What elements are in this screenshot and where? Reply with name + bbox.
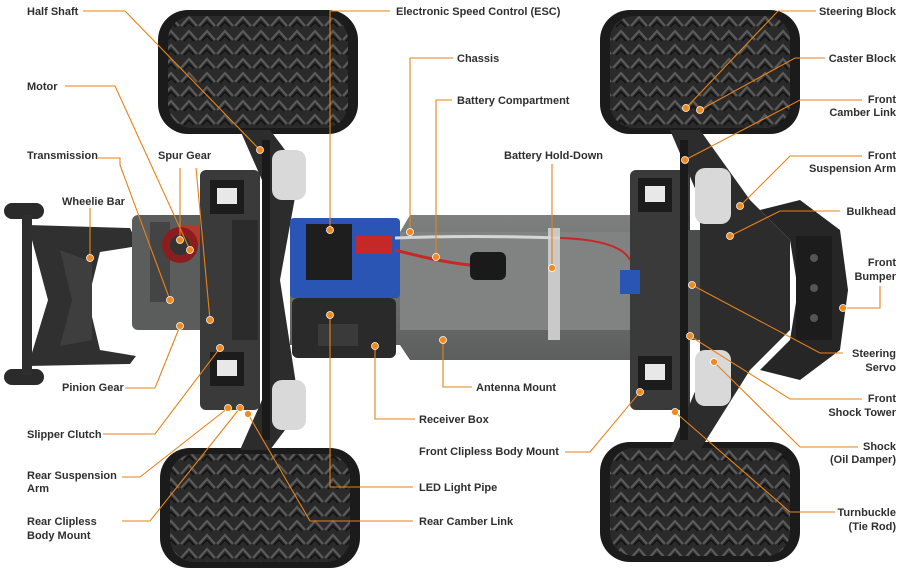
label-rear-suspension-arm-1: Rear Suspension <box>27 470 117 482</box>
rear-suspension <box>240 130 306 450</box>
label-half-shaft: Half Shaft <box>27 6 79 18</box>
label-front-bumper-1: Front <box>868 257 896 269</box>
label-caster-block: Caster Block <box>829 53 897 65</box>
label-bulkhead: Bulkhead <box>846 206 896 218</box>
label-rear-suspension-arm-2: Arm <box>27 483 49 495</box>
receiver-box <box>292 298 396 358</box>
label-chassis: Chassis <box>457 53 499 65</box>
esc <box>290 218 400 298</box>
label-battery-hold-down: Battery Hold-Down <box>504 150 603 162</box>
label-rear-clipless-1: Rear Clipless <box>27 516 97 528</box>
label-front-bumper-2: Bumper <box>854 271 896 283</box>
label-spur-gear: Spur Gear <box>158 150 212 162</box>
front-suspension <box>670 130 790 450</box>
label-receiver-box: Receiver Box <box>419 414 490 426</box>
labels-right: Steering Block Caster Block Front Camber… <box>809 6 897 533</box>
label-transmission: Transmission <box>27 150 98 162</box>
label-motor: Motor <box>27 81 58 93</box>
leader-dots <box>86 104 847 418</box>
label-turnbuckle-1: Turnbuckle <box>838 507 896 519</box>
rear-right-tire <box>160 448 360 568</box>
front-bumper <box>760 200 848 380</box>
label-front-suspension-2: Suspension Arm <box>809 163 896 175</box>
label-rear-clipless-2: Body Mount <box>27 530 91 542</box>
label-led-light-pipe: LED Light Pipe <box>419 482 497 494</box>
rear-bulkhead <box>200 170 260 410</box>
label-pinion-gear: Pinion Gear <box>62 382 124 394</box>
motor <box>162 227 198 263</box>
label-esc: Electronic Speed Control (ESC) <box>396 6 561 18</box>
label-front-clipless: Front Clipless Body Mount <box>419 446 559 458</box>
leader-lines <box>65 10 881 522</box>
label-front-camber-1: Front <box>868 94 896 106</box>
label-shock-2: (Oil Damper) <box>830 454 896 466</box>
label-wheelie-bar: Wheelie Bar <box>62 196 126 208</box>
labels-center: Electronic Speed Control (ESC) Chassis B… <box>396 6 603 528</box>
wheelie-bar <box>4 203 138 385</box>
label-rear-camber-link: Rear Camber Link <box>419 516 514 528</box>
label-front-shock-tower-2: Shock Tower <box>828 407 896 419</box>
label-turnbuckle-2: (Tie Rod) <box>849 521 897 533</box>
label-battery-compartment: Battery Compartment <box>457 95 570 107</box>
label-shock-1: Shock <box>863 441 897 453</box>
label-antenna-mount: Antenna Mount <box>476 382 556 394</box>
front-right-tire <box>600 442 800 562</box>
label-steering-servo-1: Steering <box>852 348 896 360</box>
label-front-suspension-1: Front <box>868 150 896 162</box>
labels-left: Half Shaft Motor Transmission Spur Gear … <box>27 6 212 542</box>
label-front-camber-2: Camber Link <box>829 107 897 119</box>
rear-left-tire <box>158 10 358 134</box>
label-slipper-clutch: Slipper Clutch <box>27 429 102 441</box>
label-steering-servo-2: Servo <box>865 362 896 374</box>
label-steering-block: Steering Block <box>819 6 897 18</box>
label-front-shock-tower-1: Front <box>868 393 896 405</box>
